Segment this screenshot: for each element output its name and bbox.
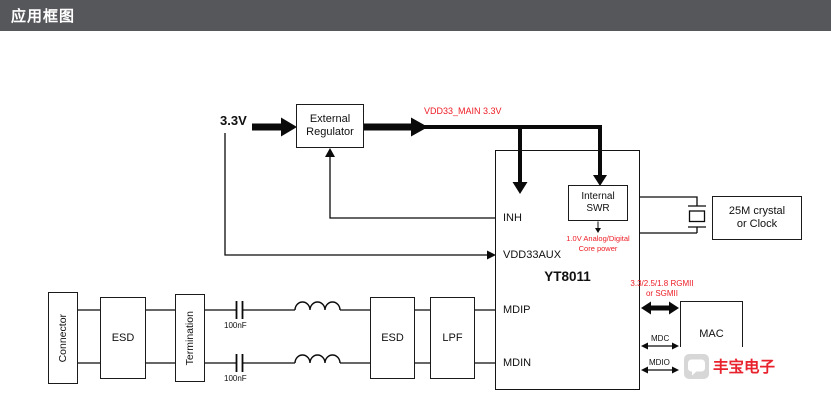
connector-label: Connector <box>56 313 69 363</box>
watermark-text: 丰宝电子 <box>713 359 776 376</box>
lpf-box: LPF <box>430 297 475 379</box>
mdc-label: MDC <box>651 334 670 343</box>
external-regulator-label-line1: External <box>309 113 351 126</box>
header-bar: 应用框图 <box>0 0 831 31</box>
external-regulator-box: External Regulator <box>296 104 364 148</box>
core-power-label-line2: Core power <box>578 243 618 253</box>
vdd33aux-wire <box>224 133 496 260</box>
rgmii-bus-arrow <box>641 301 679 315</box>
vdd33-main-rail <box>424 125 607 194</box>
termination-label: Termination <box>183 310 196 366</box>
core-power-label-line1: 1.0V Analog/Digital <box>566 234 630 243</box>
chat-bubble-icon <box>684 353 709 379</box>
swr-core-arrow <box>595 221 601 233</box>
internal-swr-label-line1: Internal <box>581 191 615 203</box>
inh-feedback-wire <box>325 148 495 219</box>
rgmii-bus-label-line2: or SGMII <box>645 289 678 298</box>
connector-box: Connector <box>48 292 78 384</box>
esd2-box: ESD <box>370 297 415 379</box>
chip-name: YT8011 <box>544 269 591 284</box>
inductor-2-icon <box>294 354 341 364</box>
capacitor-1-icon <box>235 301 244 319</box>
supply-arrow-1 <box>252 117 297 137</box>
lpf-label: LPF <box>442 331 463 344</box>
crystal-label-line1: 25M crystal <box>728 205 786 218</box>
crystal-label-line2: or Clock <box>736 218 778 230</box>
esd1-label: ESD <box>111 331 135 344</box>
esd1-box: ESD <box>100 297 146 379</box>
rgmii-bus-label-line1: 3.3/2.5/1.8 RGMII <box>630 279 694 288</box>
pin-vdd33aux: VDD33AUX <box>503 249 562 261</box>
core-power-label: 1.0V Analog/Digital Core power <box>550 234 646 253</box>
crystal-box: 25M crystal or Clock <box>712 196 802 240</box>
mdc-arrow <box>641 342 679 350</box>
supply-3v3-label: 3.3V <box>220 113 247 128</box>
crystal-symbol <box>640 196 706 234</box>
internal-swr-box: Internal SWR <box>568 185 628 221</box>
external-regulator-label-line2: Regulator <box>306 126 354 138</box>
watermark: 丰宝电子 <box>679 347 831 385</box>
internal-swr-label-line2: SWR <box>586 203 610 214</box>
mac-label: MAC <box>699 328 724 341</box>
capacitor-2-icon <box>235 354 244 372</box>
yt8011-chip-box: INH VDD33AUX MDIP MDIN YT8011 <box>495 150 640 390</box>
vdd33-main-rail-label: VDD33_MAIN 3.3V <box>424 106 502 116</box>
page-title: 应用框图 <box>11 8 76 25</box>
rgmii-bus-label: 3.3/2.5/1.8 RGMII or SGMII <box>616 279 708 299</box>
inductor-1-icon <box>294 301 341 311</box>
esd2-label: ESD <box>381 331 404 344</box>
cap2-value-label: 100nF <box>224 374 247 383</box>
cap1-value-label: 100nF <box>224 321 247 330</box>
mdio-label: MDIO <box>649 358 670 367</box>
pin-inh: INH <box>503 212 522 224</box>
supply-arrow-2 <box>364 117 428 137</box>
mdio-arrow <box>641 366 679 374</box>
pin-mdin: MDIN <box>503 357 532 369</box>
pin-mdip: MDIP <box>503 304 531 316</box>
termination-box: Termination <box>175 294 205 382</box>
